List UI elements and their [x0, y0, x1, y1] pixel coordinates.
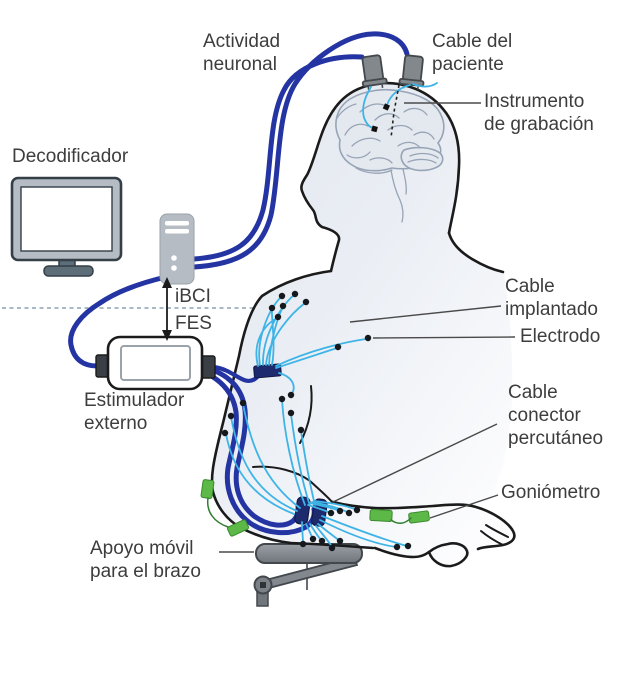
arm-outer-outline [210, 269, 375, 550]
recording-depth-dashed-line [390, 84, 400, 139]
stimulator-device-icon [95, 335, 216, 391]
goniometer-label: Goniómetro [501, 482, 601, 503]
arm-support-label: Apoyo móvil para el brazo [90, 538, 201, 582]
recording-array [371, 125, 378, 133]
leader-percutaneous [332, 423, 498, 503]
decoder-stimulator-cable [68, 274, 169, 369]
electrode-dots [221, 290, 412, 552]
ibci-fes-double-arrow-icon [162, 277, 172, 341]
external-stimulator-label: Estimulador externo [84, 390, 185, 434]
leader-electrode [372, 336, 516, 339]
upper-arm-connector-block [253, 363, 282, 379]
recording-instrument-label: Instrumento de grabación [484, 91, 594, 135]
fes-label: FES [175, 313, 212, 334]
head-pedestal-connector-icon [361, 54, 425, 90]
computer-tower-icon [159, 213, 195, 285]
body-outline [210, 81, 516, 568]
patient-cable-label: Cable del paciente [432, 31, 513, 75]
head-profile-outline [300, 81, 461, 273]
leader-implanted-cable [349, 305, 502, 323]
ibci-label: iBCI [175, 286, 211, 307]
palm-bottom-outline [373, 546, 431, 559]
neck-right-outline [447, 231, 505, 274]
decoder-label: Decodificador [12, 146, 129, 167]
recording-array [382, 103, 391, 111]
leader-lines [219, 102, 516, 553]
electrode-label: Electrodo [520, 326, 601, 347]
arm-support-icon [253, 543, 363, 607]
percutaneous-connector-label: Cable conector percutáneo [508, 382, 604, 449]
implanted-cable-label: Cable implantado [505, 276, 598, 320]
leader-goniometer [429, 494, 499, 519]
monitor-icon [10, 176, 123, 277]
thumb-outline [427, 542, 469, 568]
neural-activity-label: Actividad neuronal [203, 31, 281, 75]
goniometer-patches [200, 479, 430, 537]
patient-cable-right [191, 31, 410, 270]
recording-instrument [362, 82, 438, 139]
